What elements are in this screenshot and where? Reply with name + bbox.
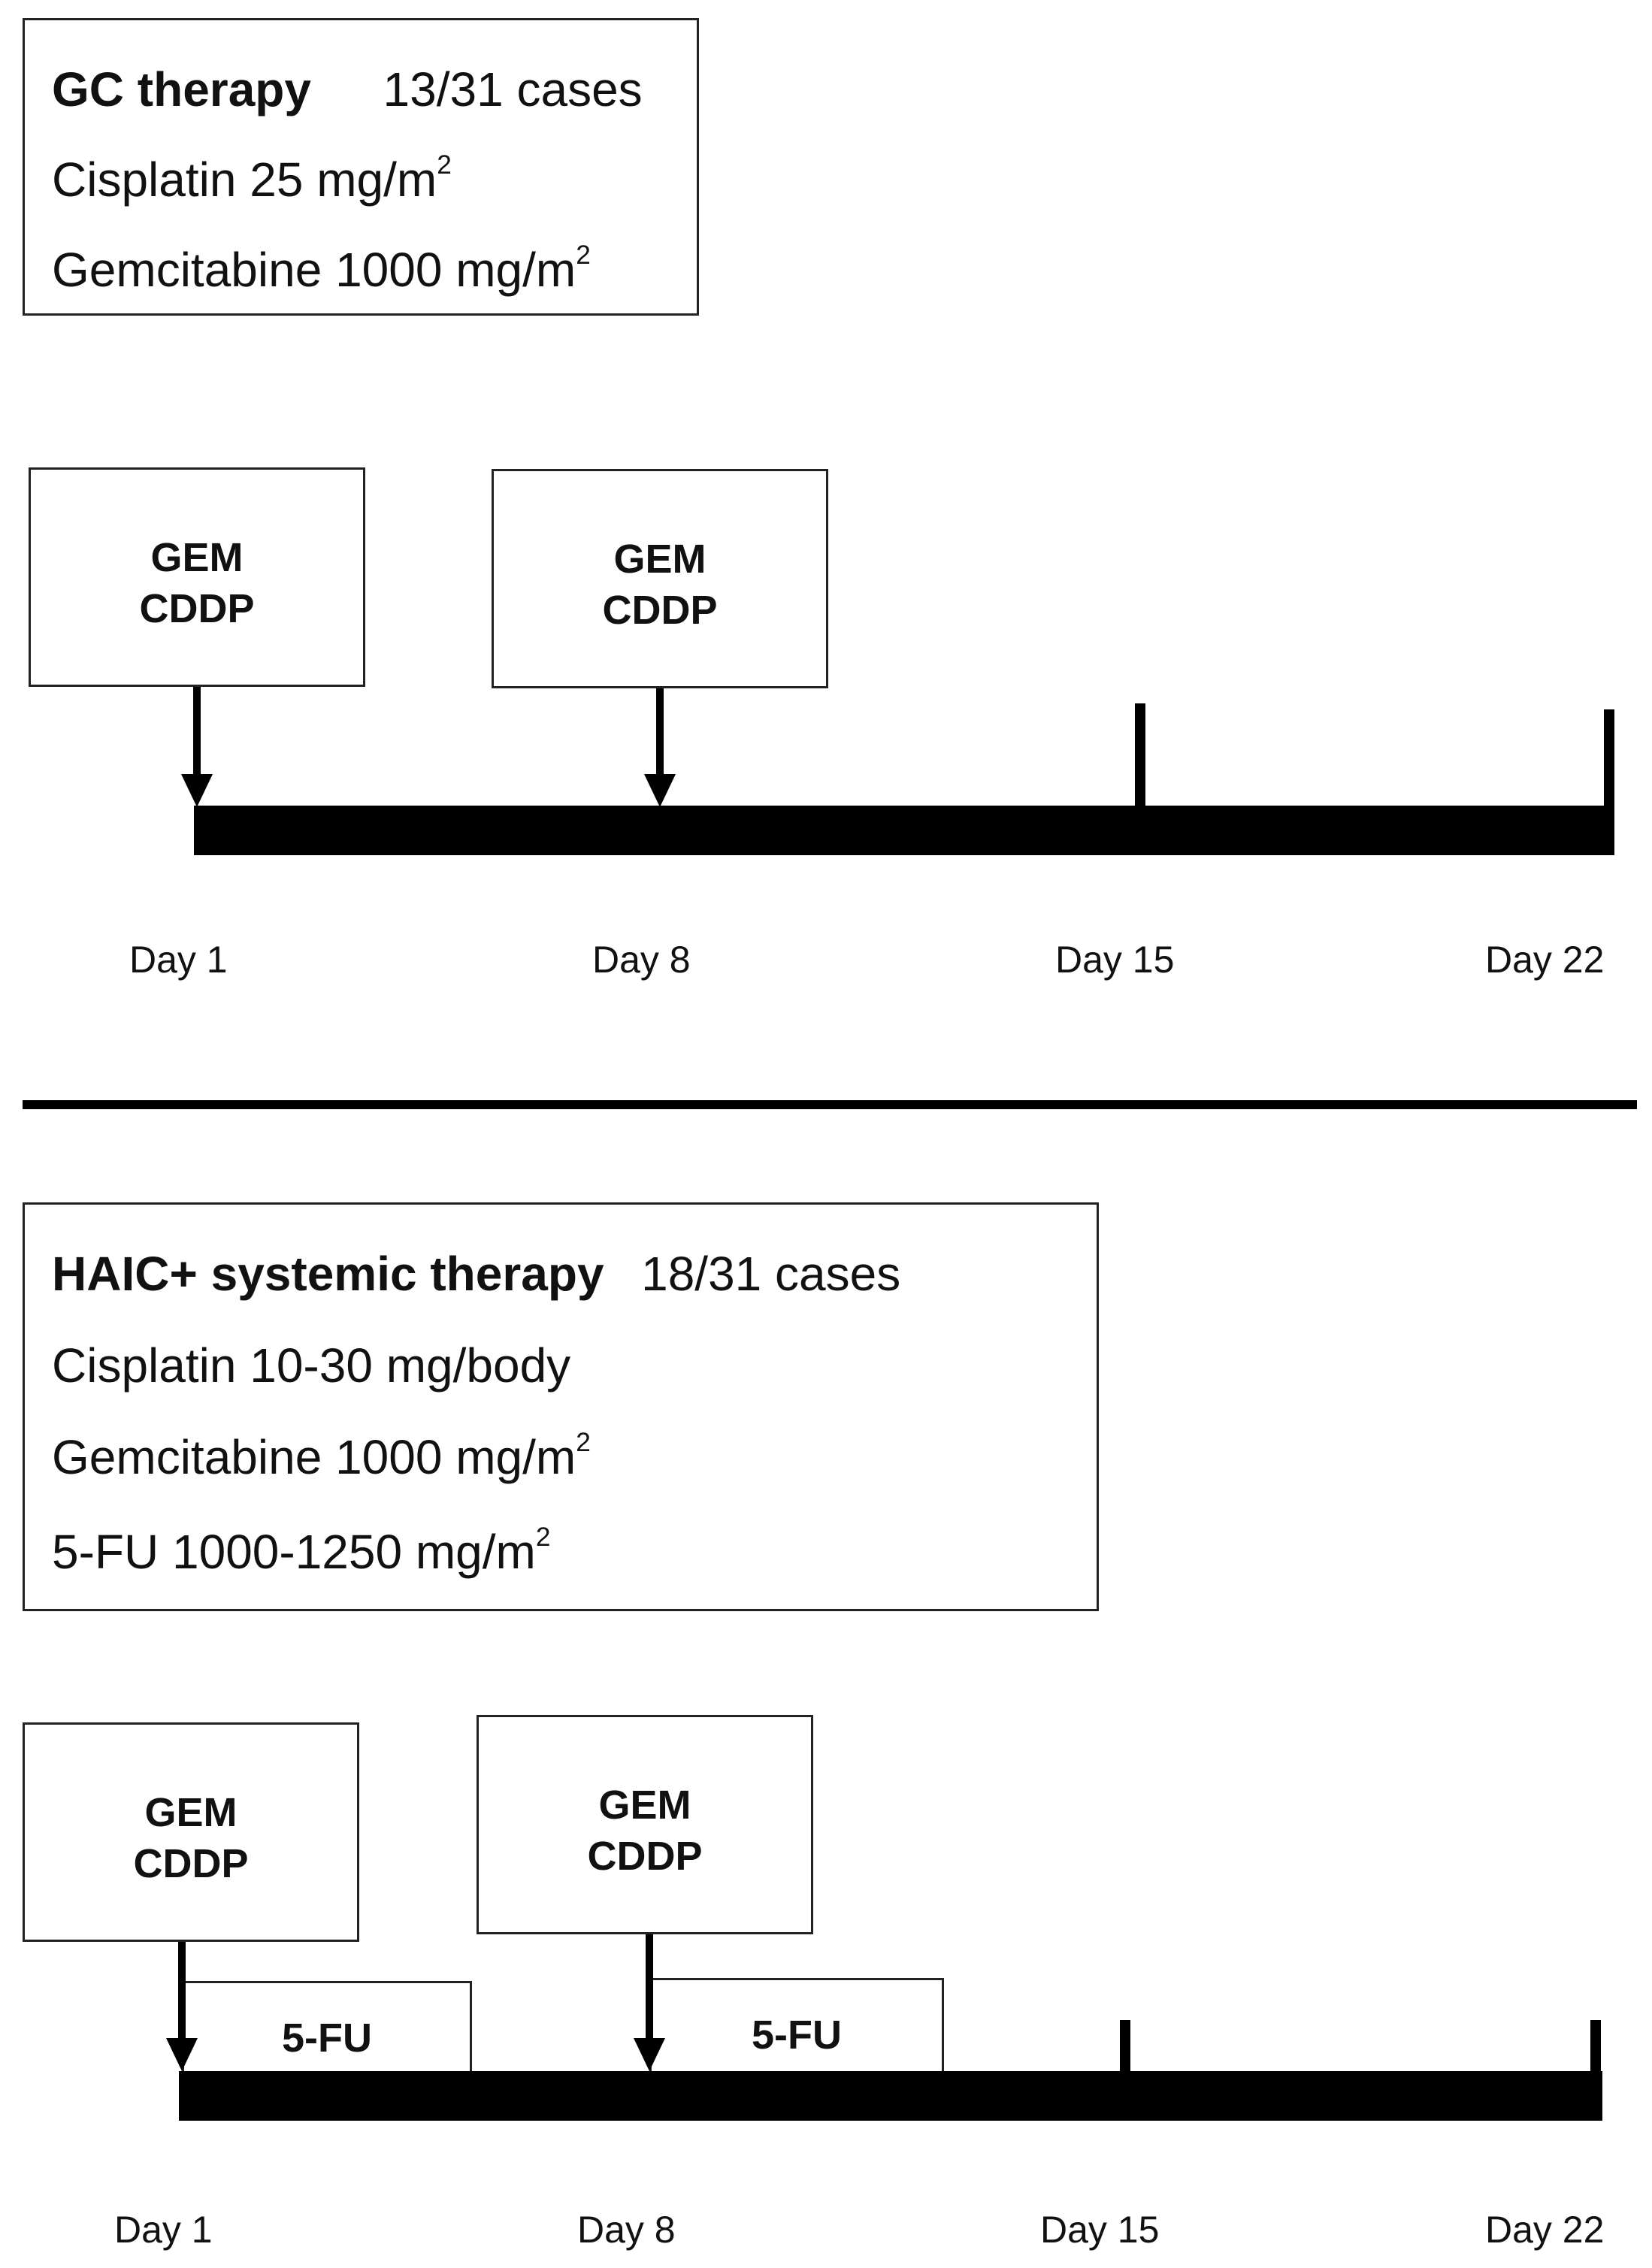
haic-regimen-cisplatin-text: Cisplatin 10-30 mg/body <box>52 1338 571 1393</box>
haic-5fu-box-1-label: 5-FU <box>282 2015 372 2061</box>
gc-day-label-22: Day 22 <box>1485 939 1605 981</box>
haic-dose-box-day1-cddp: CDDP <box>133 1841 249 1886</box>
gc-dose-box-day1: GEM CDDP <box>29 467 365 687</box>
gc-day-label-15: Day 15 <box>1055 939 1175 981</box>
haic-regimen-5fu: 5-FU 1000-1250 mg/m2 <box>52 1524 550 1579</box>
gc-arrow-day1-stem <box>193 687 201 800</box>
haic-dose-box-day1-gem: GEM <box>144 1790 238 1835</box>
haic-therapy-title-label: HAIC+ systemic therapy <box>52 1247 604 1301</box>
haic-day-label-8: Day 8 <box>577 2209 676 2251</box>
gc-dose-box-day8-gem: GEM <box>613 537 706 582</box>
gc-dose-box-day8: GEM CDDP <box>492 469 828 688</box>
haic-regimen-5fu-sup: 2 <box>535 1523 551 1553</box>
haic-dose-box-day8-gem: GEM <box>598 1783 691 1828</box>
haic-therapy-case-count: 18/31 cases <box>641 1247 901 1301</box>
gc-therapy-title-label: GC therapy <box>52 62 311 116</box>
panel-divider <box>23 1100 1637 1109</box>
gc-regimen-cisplatin: Cisplatin 25 mg/m2 <box>52 152 452 207</box>
haic-regimen-5fu-text: 5-FU 1000-1250 mg/m <box>52 1525 536 1579</box>
haic-regimen-cisplatin: Cisplatin 10-30 mg/body <box>52 1341 570 1390</box>
haic-dose-box-day1: GEM CDDP <box>23 1722 359 1942</box>
haic-tick-day15 <box>1120 2020 1130 2074</box>
haic-day-label-1: Day 1 <box>114 2209 213 2251</box>
haic-regimen-gemcitabine-sup: 2 <box>576 1428 591 1458</box>
gc-day-label-1: Day 1 <box>129 939 228 981</box>
gc-dose-box-day8-cddp: CDDP <box>602 588 718 633</box>
haic-day-label-15: Day 15 <box>1040 2209 1160 2251</box>
haic-5fu-box-1: 5-FU <box>182 1981 472 2079</box>
haic-5fu-box-2: 5-FU <box>649 1978 944 2079</box>
gc-regimen-cisplatin-sup: 2 <box>437 150 452 180</box>
haic-arrow-day8-head <box>634 2038 665 2071</box>
gc-arrow-day8-stem <box>656 688 664 800</box>
haic-tick-day22 <box>1590 2020 1601 2074</box>
gc-regimen-gemcitabine-sup: 2 <box>576 240 591 271</box>
haic-arrow-day8-stem <box>646 1934 653 2059</box>
haic-arrow-day1-head <box>166 2038 198 2071</box>
gc-therapy-title: GC therapy 13/31 cases <box>52 65 643 113</box>
haic-day-label-22: Day 22 <box>1485 2209 1605 2251</box>
haic-therapy-title: HAIC+ systemic therapy 18/31 cases <box>52 1250 900 1298</box>
gc-regimen-cisplatin-text: Cisplatin 25 mg/m <box>52 153 437 207</box>
gc-timeline-bar <box>194 806 1614 855</box>
gc-regimen-gemcitabine-text: Gemcitabine 1000 mg/m <box>52 243 576 297</box>
gc-arrow-day8-head <box>644 774 676 807</box>
gc-therapy-case-count: 13/31 cases <box>383 62 643 116</box>
haic-timeline-bar <box>179 2071 1602 2121</box>
gc-dose-box-day1-gem: GEM <box>150 535 244 580</box>
gc-therapy-info-box: GC therapy 13/31 cases Cisplatin 25 mg/m… <box>23 18 699 316</box>
haic-arrow-day1-stem <box>178 1942 186 2059</box>
gc-tick-day15 <box>1135 703 1145 809</box>
gc-arrow-day1-head <box>181 774 213 807</box>
haic-therapy-info-box: HAIC+ systemic therapy 18/31 cases Cispl… <box>23 1202 1099 1611</box>
haic-regimen-gemcitabine-text: Gemcitabine 1000 mg/m <box>52 1430 576 1484</box>
gc-dose-box-day1-cddp: CDDP <box>139 586 255 631</box>
gc-regimen-gemcitabine: Gemcitabine 1000 mg/m2 <box>52 242 591 297</box>
haic-dose-box-day8-cddp: CDDP <box>587 1834 703 1879</box>
gc-tick-day22 <box>1604 709 1614 807</box>
haic-dose-box-day8: GEM CDDP <box>477 1715 813 1934</box>
haic-regimen-gemcitabine: Gemcitabine 1000 mg/m2 <box>52 1429 591 1484</box>
haic-5fu-box-2-label: 5-FU <box>752 2012 842 2058</box>
gc-day-label-8: Day 8 <box>592 939 691 981</box>
